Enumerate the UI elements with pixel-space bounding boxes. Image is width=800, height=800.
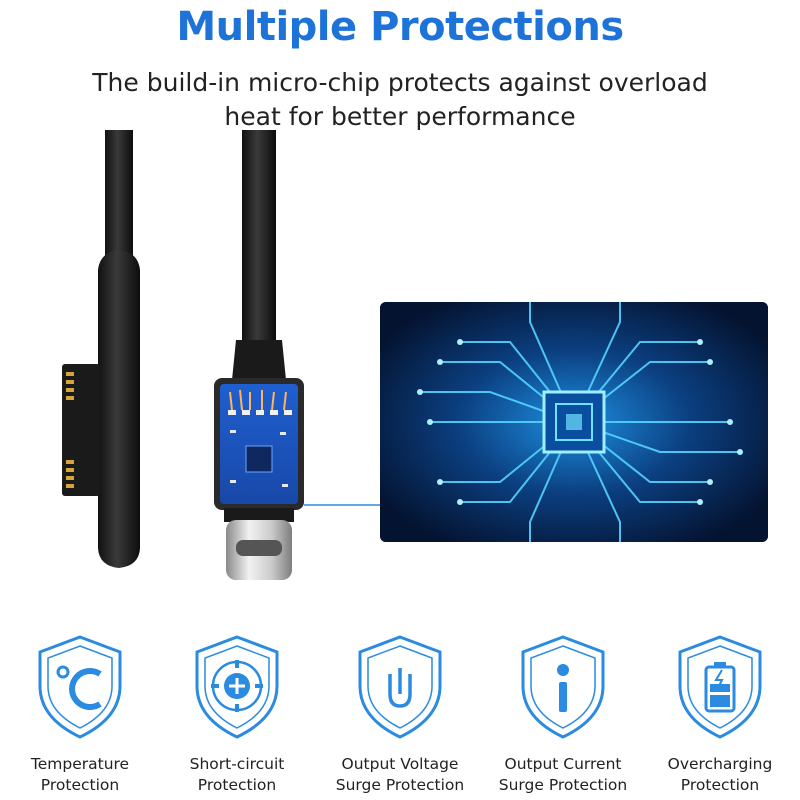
subtitle-line-1: The build-in micro-chip protects against… bbox=[92, 68, 708, 97]
battery-charge-icon bbox=[678, 635, 762, 739]
subtitle-line-2: heat for better performance bbox=[224, 102, 576, 131]
circuit-plus-icon bbox=[195, 635, 279, 739]
usb-c-connector bbox=[214, 130, 386, 580]
page-subtitle: The build-in micro-chip protects against… bbox=[0, 66, 800, 134]
current-i-icon bbox=[521, 635, 605, 739]
surface-connector bbox=[62, 130, 140, 568]
page-title: Multiple Protections bbox=[176, 4, 624, 50]
voltage-u-icon bbox=[358, 635, 442, 739]
circuit-board-graphic bbox=[380, 302, 768, 542]
cable-product-illustration bbox=[62, 130, 386, 580]
thermometer-celsius-icon bbox=[38, 635, 122, 739]
microchip-closeup bbox=[380, 302, 768, 542]
